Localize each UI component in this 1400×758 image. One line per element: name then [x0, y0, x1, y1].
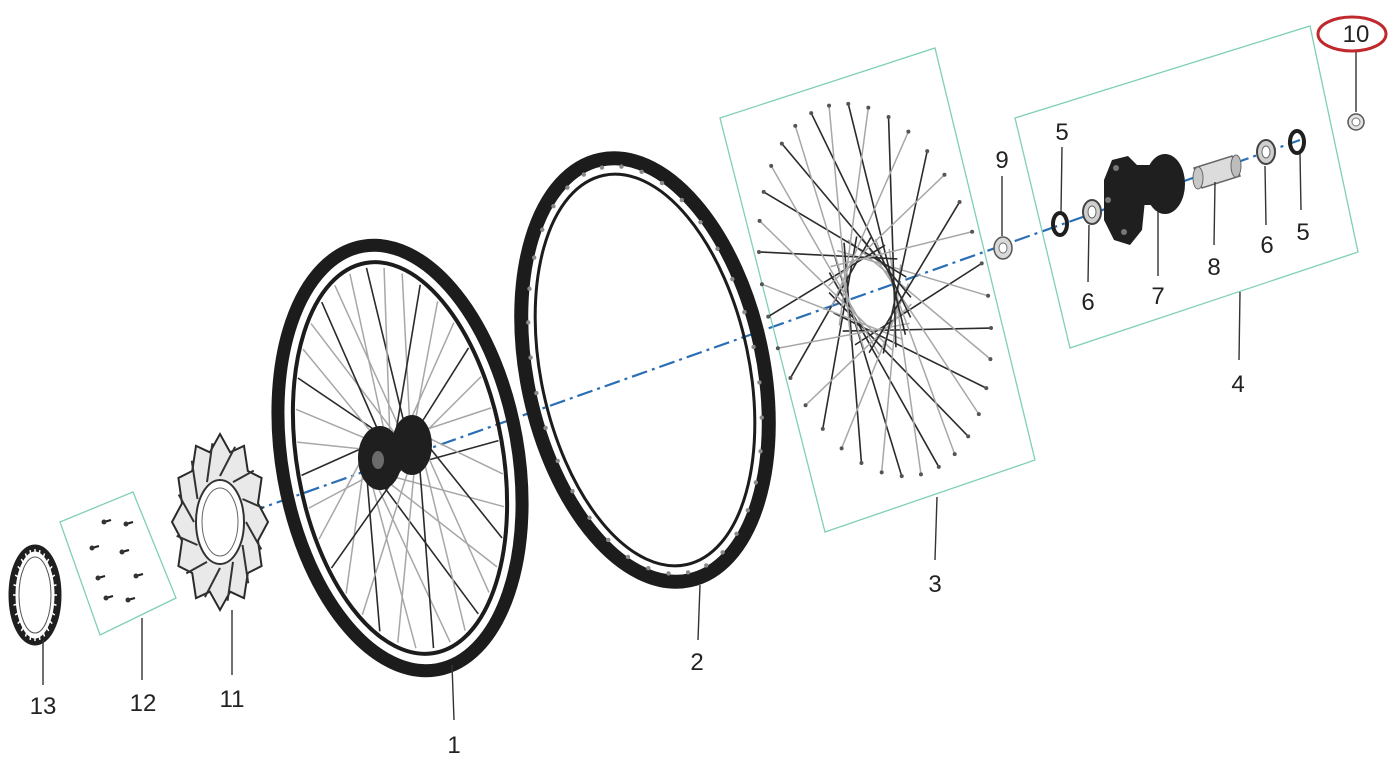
spokes-group-box — [719, 47, 1036, 533]
leader-4 — [1238, 291, 1241, 361]
brake-disc — [170, 431, 270, 613]
hub-group-box — [1014, 25, 1359, 349]
spoke-set — [756, 101, 994, 479]
callout-3: 3 — [928, 571, 941, 598]
leader-3 — [934, 496, 938, 561]
leader-5a — [1060, 146, 1063, 213]
wheel-spokes — [295, 267, 505, 649]
axle-sleeve — [1192, 154, 1242, 190]
callout-9: 9 — [995, 147, 1008, 174]
leader-2 — [697, 584, 701, 641]
tone-ring — [8, 544, 62, 646]
callout-5-right: 5 — [1296, 219, 1309, 246]
callout-4: 4 — [1231, 371, 1244, 398]
leader-5b — [1299, 153, 1302, 211]
callout-7: 7 — [1151, 283, 1164, 310]
callout-13: 13 — [30, 693, 57, 720]
rim-spoke-holes — [526, 164, 764, 576]
callout-10-highlight — [1316, 15, 1388, 53]
callout-6-left: 6 — [1081, 289, 1094, 316]
oil-seal-left — [1051, 211, 1069, 237]
callout-11: 11 — [220, 686, 245, 713]
callout-12: 12 — [130, 690, 157, 717]
callout-8: 8 — [1207, 254, 1220, 281]
leader-6b — [1264, 165, 1267, 226]
hub-body — [1104, 154, 1185, 245]
oil-seal-right — [1288, 129, 1306, 155]
bolts-group-box — [59, 491, 177, 636]
callout-5-left: 5 — [1055, 119, 1068, 146]
disc-bolts — [89, 518, 144, 603]
wheel-hub — [358, 415, 432, 490]
assembled-wheel — [271, 238, 529, 678]
collar — [1347, 113, 1365, 131]
bearing-right — [1256, 139, 1276, 165]
callout-1: 1 — [447, 732, 460, 758]
bearing-left — [1082, 199, 1102, 225]
leader-1 — [451, 664, 455, 721]
rim — [514, 151, 776, 589]
leader-6a — [1087, 224, 1090, 283]
callout-6-right: 6 — [1260, 232, 1273, 259]
callout-10: 10 — [1343, 21, 1370, 48]
spacer — [993, 236, 1013, 260]
leader-8 — [1213, 181, 1216, 246]
callout-2: 2 — [690, 649, 703, 676]
